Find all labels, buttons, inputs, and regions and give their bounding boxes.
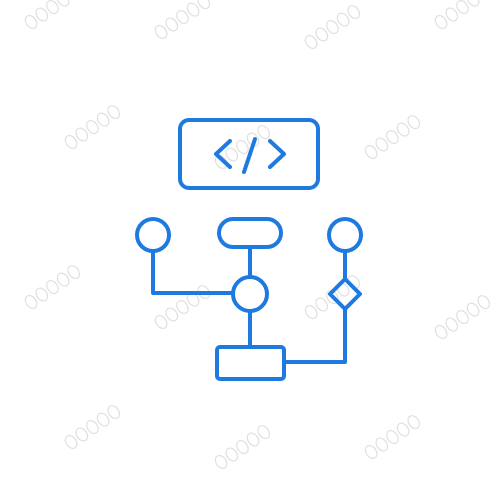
code-right-bracket-glyph (268, 139, 286, 169)
decision-diamond-node (328, 277, 362, 311)
right-start-node (327, 217, 363, 253)
right-lower-connector-line (282, 307, 347, 364)
code-window-box (178, 118, 320, 190)
top-process-node (217, 217, 283, 249)
center-junction-node (231, 275, 269, 313)
bottom-output-node (215, 345, 286, 381)
left-connector-line (151, 249, 234, 295)
left-start-node (135, 217, 171, 253)
code-left-bracket-glyph (214, 139, 232, 169)
code-slash-glyph (242, 137, 257, 174)
